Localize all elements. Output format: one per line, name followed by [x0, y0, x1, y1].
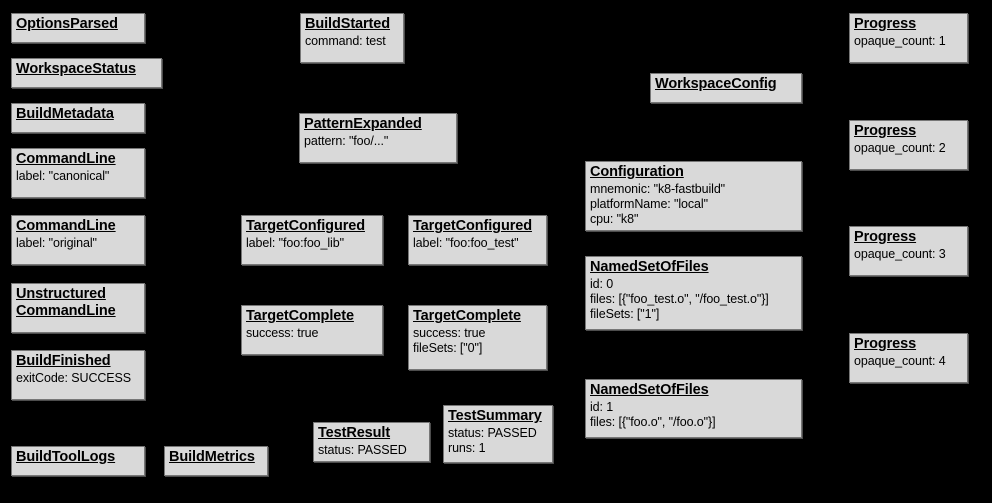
node-build-tool-logs[interactable]: BuildToolLogs: [11, 446, 145, 476]
node-title: Unstructured CommandLine: [16, 286, 116, 319]
node-field: platformName: "local": [590, 197, 708, 211]
node-title: Progress: [854, 16, 917, 32]
node-options-parsed[interactable]: OptionsParsed: [11, 13, 145, 43]
node-field: mnemonic: "k8-fastbuild": [590, 182, 726, 196]
node-progress-3[interactable]: Progress opaque_count: 3: [849, 226, 968, 276]
node-field: label: "canonical": [16, 169, 110, 183]
node-title: PatternExpanded: [304, 116, 422, 132]
node-field: opaque_count: 2: [854, 141, 946, 155]
node-title: OptionsParsed: [16, 16, 118, 32]
node-fields: mnemonic: "k8-fastbuild"platformName: "l…: [590, 182, 797, 227]
node-field: id: 0: [590, 277, 614, 291]
node-field: id: 1: [590, 400, 614, 414]
node-field: pattern: "foo/...": [304, 134, 389, 148]
node-field: opaque_count: 3: [854, 247, 946, 261]
node-title: BuildMetrics: [169, 449, 255, 465]
node-workspace-status[interactable]: WorkspaceStatus: [11, 58, 162, 88]
node-target-configured-foo-lib[interactable]: TargetConfigured label: "foo:foo_lib": [241, 215, 383, 265]
node-title: TargetComplete: [246, 308, 354, 324]
node-fields: label: "foo:foo_lib": [246, 236, 378, 251]
node-field: fileSets: ["0"]: [413, 341, 483, 355]
node-build-started[interactable]: BuildStarted command: test: [300, 13, 404, 63]
node-field: exitCode: SUCCESS: [16, 371, 132, 385]
node-field: success: true: [413, 326, 486, 340]
node-fields: label: "original": [16, 236, 140, 251]
node-field: files: [{"foo_test.o", "/foo_test.o"}]: [590, 292, 769, 306]
node-fields: opaque_count: 2: [854, 141, 963, 156]
node-field: command: test: [305, 34, 386, 48]
node-title: TestResult: [318, 425, 391, 441]
node-title: NamedSetOfFiles: [590, 382, 709, 398]
node-pattern-expanded[interactable]: PatternExpanded pattern: "foo/...": [299, 113, 457, 163]
node-fields: status: PASSED: [318, 443, 425, 458]
node-title: BuildMetadata: [16, 106, 114, 122]
node-title: Progress: [854, 229, 917, 245]
node-progress-4[interactable]: Progress opaque_count: 4: [849, 333, 968, 383]
node-build-finished[interactable]: BuildFinished exitCode: SUCCESS: [11, 350, 145, 400]
node-field: opaque_count: 1: [854, 34, 946, 48]
node-build-metrics[interactable]: BuildMetrics: [164, 446, 268, 476]
node-title: BuildStarted: [305, 16, 391, 32]
node-field: cpu: "k8": [590, 212, 639, 226]
node-fields: success: true: [246, 326, 378, 341]
node-title: BuildToolLogs: [16, 449, 116, 465]
node-progress-1[interactable]: Progress opaque_count: 1: [849, 13, 968, 63]
node-title: CommandLine: [16, 218, 116, 234]
node-field: label: "foo:foo_test": [413, 236, 519, 250]
node-field: fileSets: ["1"]: [590, 307, 660, 321]
node-field: status: PASSED: [448, 426, 537, 440]
node-title: NamedSetOfFiles: [590, 259, 709, 275]
node-fields: label: "foo:foo_test": [413, 236, 542, 251]
node-test-result[interactable]: TestResult status: PASSED: [313, 422, 430, 462]
node-unstructured-command-line[interactable]: Unstructured CommandLine: [11, 283, 145, 333]
node-fields: pattern: "foo/...": [304, 134, 452, 149]
node-configuration[interactable]: Configuration mnemonic: "k8-fastbuild"pla…: [585, 161, 802, 231]
node-title: Progress: [854, 123, 917, 139]
node-fields: opaque_count: 3: [854, 247, 963, 262]
node-build-metadata[interactable]: BuildMetadata: [11, 103, 145, 133]
node-command-line-canonical[interactable]: CommandLine label: "canonical": [11, 148, 145, 198]
node-field: label: "foo:foo_lib": [246, 236, 344, 250]
node-command-line-original[interactable]: CommandLine label: "original": [11, 215, 145, 265]
node-title: Configuration: [590, 164, 684, 180]
node-field: success: true: [246, 326, 319, 340]
node-fields: opaque_count: 1: [854, 34, 963, 49]
node-workspace-config[interactable]: WorkspaceConfig: [650, 73, 802, 103]
node-target-configured-foo-test[interactable]: TargetConfigured label: "foo:foo_test": [408, 215, 547, 265]
node-title: TestSummary: [448, 408, 542, 424]
node-title: CommandLine: [16, 151, 116, 167]
node-title: TargetConfigured: [413, 218, 532, 234]
node-fields: exitCode: SUCCESS: [16, 371, 140, 386]
node-field: files: [{"foo.o", "/foo.o"}]: [590, 415, 716, 429]
node-target-complete-lib[interactable]: TargetComplete success: true: [241, 305, 383, 355]
node-title: Progress: [854, 336, 917, 352]
node-progress-2[interactable]: Progress opaque_count: 2: [849, 120, 968, 170]
node-field: label: "original": [16, 236, 97, 250]
node-fields: opaque_count: 4: [854, 354, 963, 369]
node-field: runs: 1: [448, 441, 486, 455]
node-title: WorkspaceConfig: [655, 76, 777, 92]
node-title: TargetComplete: [413, 308, 521, 324]
node-title: WorkspaceStatus: [16, 61, 136, 77]
node-fields: label: "canonical": [16, 169, 140, 184]
node-title: BuildFinished: [16, 353, 111, 369]
node-field: opaque_count: 4: [854, 354, 946, 368]
node-field: status: PASSED: [318, 443, 407, 457]
node-title: TargetConfigured: [246, 218, 365, 234]
node-fields: command: test: [305, 34, 399, 49]
